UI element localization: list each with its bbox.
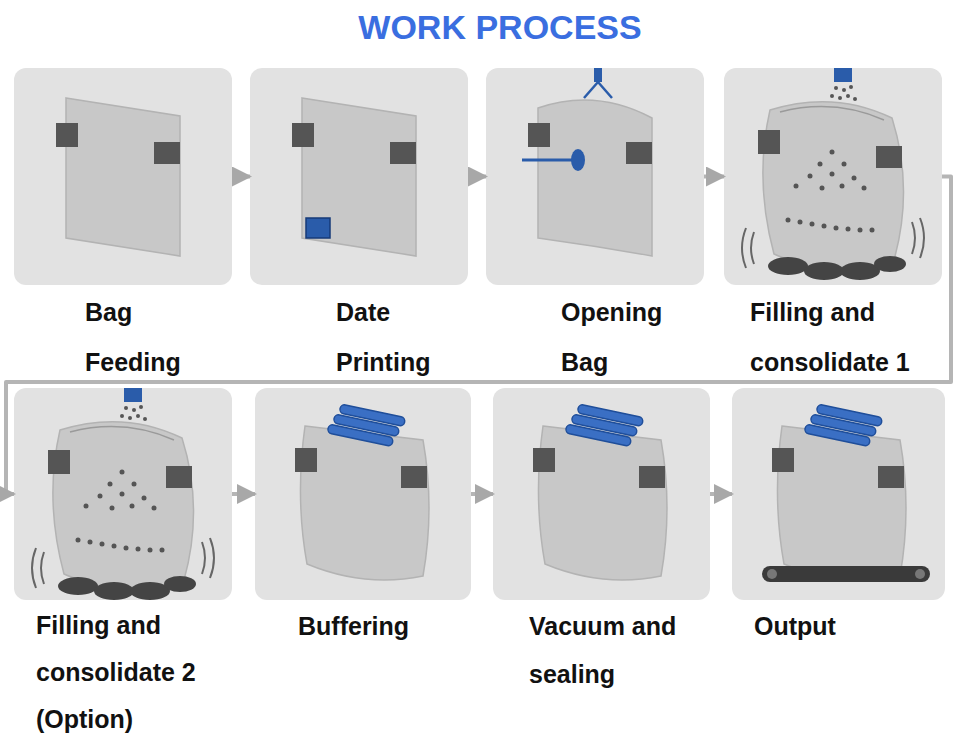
process-step: Date Printing	[250, 68, 468, 285]
process-step: Vacuum and sealing	[493, 388, 710, 600]
step-label: Filling and consolidate 2 (Option)	[36, 602, 241, 743]
flow-arrow	[471, 492, 493, 496]
process-step: Opening Bag	[486, 68, 704, 285]
flow-arrow	[232, 175, 250, 179]
process-step: Filling and consolidate 1	[724, 68, 942, 285]
flow-arrow	[468, 175, 486, 179]
step-label: Vacuum and sealing	[529, 602, 704, 698]
process-step: Filling and consolidate 2 (Option)	[14, 388, 232, 600]
flow-arrow	[6, 177, 951, 495]
step-label: Bag Feeding	[85, 287, 205, 387]
step-label: Date Printing	[336, 287, 461, 387]
process-step: Bag Feeding	[14, 68, 232, 285]
step-label: Opening Bag	[561, 287, 686, 387]
step-label: Filling and consolidate 1	[750, 287, 955, 387]
step-label: Output	[754, 602, 914, 650]
flow-arrow	[232, 492, 255, 496]
flow-arrow	[704, 175, 724, 179]
process-step: Buffering	[255, 388, 471, 600]
flow-arrow	[710, 492, 732, 496]
diagram-title: WORK PROCESS	[0, 8, 960, 47]
step-label: Buffering	[298, 602, 458, 650]
process-step: Output	[732, 388, 945, 600]
